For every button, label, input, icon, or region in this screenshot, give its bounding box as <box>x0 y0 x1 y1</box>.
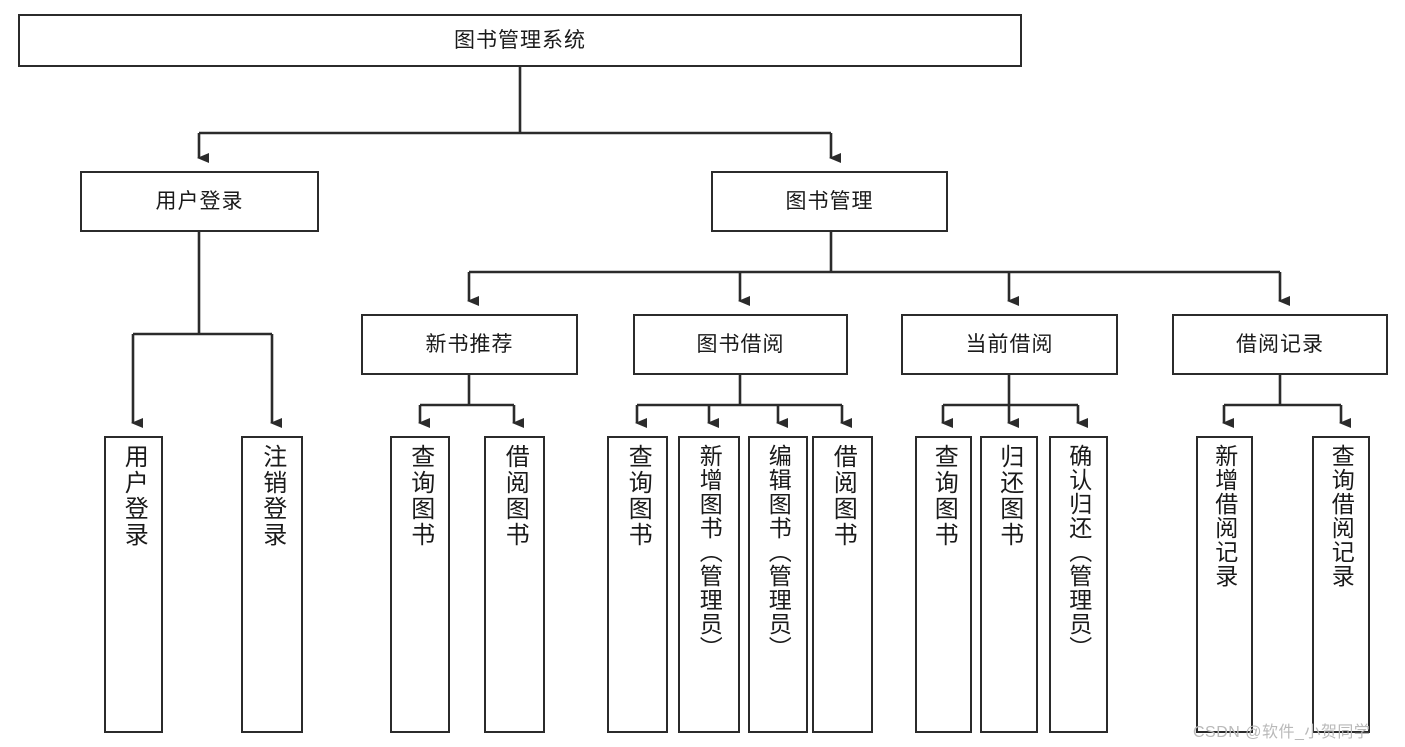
node-leaf-query-book-3-label: 查询图书 <box>930 444 958 548</box>
node-root-label: 图书管理系统 <box>454 29 586 52</box>
node-borrow-record-label: 借阅记录 <box>1236 333 1324 356</box>
node-current-borrow[interactable]: 当前借阅 <box>901 314 1118 375</box>
node-leaf-query-record[interactable]: 查询借阅记录 <box>1312 436 1370 733</box>
node-book-management[interactable]: 图书管理 <box>711 171 948 232</box>
node-leaf-confirm-return[interactable]: 确认归还（管理员） <box>1049 436 1108 733</box>
node-leaf-user-login[interactable]: 用户登录 <box>104 436 163 733</box>
node-root[interactable]: 图书管理系统 <box>18 14 1022 67</box>
node-book-management-label: 图书管理 <box>785 190 874 213</box>
node-leaf-borrow-book-2-label: 借阅图书 <box>829 444 857 548</box>
node-leaf-borrow-book-1-label: 借阅图书 <box>501 444 529 548</box>
node-leaf-add-record[interactable]: 新增借阅记录 <box>1196 436 1253 733</box>
node-leaf-add-book-label: 新增图书（管理员） <box>696 444 723 660</box>
edges-root-to-level2 <box>197 67 841 163</box>
node-leaf-query-book-1[interactable]: 查询图书 <box>390 436 450 733</box>
node-book-borrow[interactable]: 图书借阅 <box>633 314 848 375</box>
node-leaf-edit-book[interactable]: 编辑图书（管理员） <box>748 436 808 733</box>
node-leaf-borrow-book-1[interactable]: 借阅图书 <box>484 436 545 733</box>
node-leaf-query-record-label: 查询借阅记录 <box>1328 444 1355 588</box>
edges-borrowrecord-to-leaves <box>1222 375 1351 428</box>
node-leaf-return-book[interactable]: 归还图书 <box>980 436 1038 733</box>
node-leaf-query-book-1-label: 查询图书 <box>406 444 434 548</box>
node-user-login[interactable]: 用户登录 <box>80 171 319 232</box>
node-current-borrow-label: 当前借阅 <box>965 333 1054 356</box>
node-borrow-record[interactable]: 借阅记录 <box>1172 314 1388 375</box>
node-leaf-confirm-return-label: 确认归还（管理员） <box>1065 444 1092 660</box>
edges-currentborrow-to-leaves <box>941 375 1088 428</box>
node-leaf-user-logout-label: 注销登录 <box>258 444 286 548</box>
edges-bookborrow-to-leaves <box>635 375 852 428</box>
edges-newbook-to-leaves <box>418 375 524 428</box>
node-leaf-add-record-label: 新增借阅记录 <box>1211 444 1238 588</box>
node-leaf-user-login-label: 用户登录 <box>120 444 148 548</box>
node-leaf-user-logout[interactable]: 注销登录 <box>241 436 303 733</box>
node-leaf-query-book-3[interactable]: 查询图书 <box>915 436 972 733</box>
node-leaf-query-book-2-label: 查询图书 <box>624 444 652 548</box>
node-leaf-borrow-book-2[interactable]: 借阅图书 <box>812 436 873 733</box>
node-leaf-query-book-2[interactable]: 查询图书 <box>607 436 668 733</box>
node-leaf-edit-book-label: 编辑图书（管理员） <box>765 444 792 660</box>
edges-bookmgmt-to-level3 <box>467 232 1290 306</box>
node-user-login-label: 用户登录 <box>155 190 244 213</box>
node-new-book-recommend-label: 新书推荐 <box>425 333 514 356</box>
node-book-borrow-label: 图书借阅 <box>696 333 785 356</box>
node-leaf-add-book[interactable]: 新增图书（管理员） <box>678 436 740 733</box>
watermark-text: CSDN @软件_小贺同学 <box>1193 724 1371 741</box>
node-leaf-return-book-label: 归还图书 <box>995 444 1023 548</box>
node-new-book-recommend[interactable]: 新书推荐 <box>361 314 578 375</box>
edges-userlogin-to-leaves <box>131 232 282 428</box>
